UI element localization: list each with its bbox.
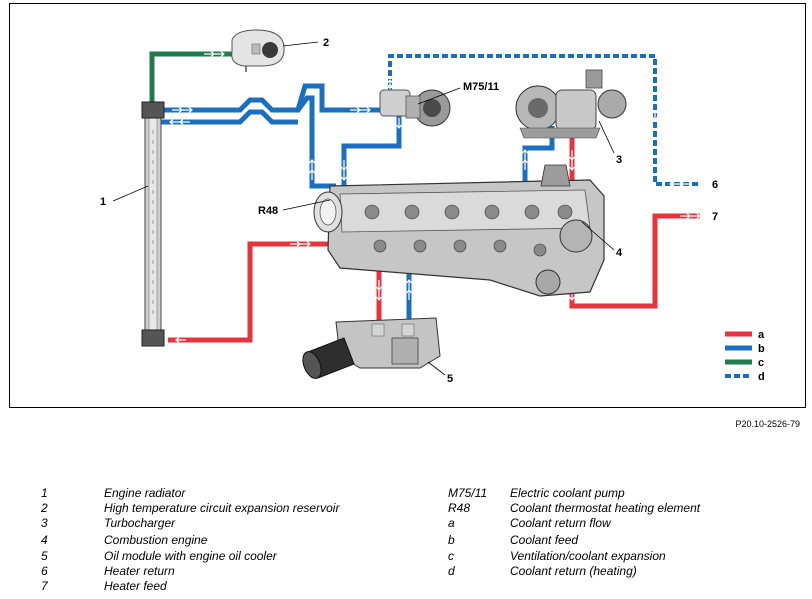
arrows-c bbox=[204, 51, 225, 57]
key-code: c bbox=[448, 549, 454, 563]
key-text: Coolant return flow bbox=[510, 516, 611, 530]
legend-b: b bbox=[758, 343, 765, 355]
key-code: a bbox=[448, 516, 455, 530]
turbocharger bbox=[515, 69, 627, 139]
key-text: High temperature circuit expansion reser… bbox=[104, 501, 340, 515]
key-code: 5 bbox=[41, 549, 48, 563]
reference-code: P20.10-2526-79 bbox=[735, 419, 800, 429]
key-text: Heater feed bbox=[104, 579, 167, 593]
flow-arrows bbox=[169, 79, 701, 343]
key-text: Heater return bbox=[104, 564, 175, 578]
key-text: Electric coolant pump bbox=[510, 486, 625, 500]
callout-5: 5 bbox=[447, 373, 453, 385]
callout-1: 1 bbox=[100, 196, 106, 208]
key-text: Combustion engine bbox=[104, 533, 208, 547]
line-c-ventilation bbox=[149, 51, 232, 104]
key-code: 1 bbox=[41, 486, 48, 500]
callout-2: 2 bbox=[323, 37, 329, 49]
callout-6: 6 bbox=[712, 179, 718, 191]
oil-module bbox=[302, 317, 441, 379]
key-text: Coolant return (heating) bbox=[510, 564, 637, 578]
coolant-circuit-diagram: 1 2 3 4 5 6 7 M75/11 R48 a b c d bbox=[100, 29, 765, 385]
key-text: Oil module with engine oil cooler bbox=[104, 549, 277, 563]
legend-d: d bbox=[758, 371, 765, 383]
key-text: Engine radiator bbox=[104, 486, 186, 500]
callout-r48: R48 bbox=[258, 205, 278, 217]
combustion-engine bbox=[313, 164, 605, 297]
callout-3: 3 bbox=[616, 154, 622, 166]
key-code: d bbox=[448, 564, 455, 578]
key-text: Turbocharger bbox=[104, 516, 176, 530]
key-code: 7 bbox=[41, 579, 48, 593]
key-code: 4 bbox=[41, 533, 48, 547]
key-code: b bbox=[448, 533, 455, 547]
key-code: M75/11 bbox=[448, 486, 488, 500]
key-code: 3 bbox=[41, 516, 48, 530]
key-code: R48 bbox=[448, 501, 471, 515]
key-text: Coolant thermostat heating element bbox=[510, 501, 701, 515]
callout-7: 7 bbox=[712, 211, 718, 223]
leader-lines bbox=[112, 41, 615, 376]
legend-c: c bbox=[758, 357, 764, 369]
diagram-frame bbox=[9, 3, 806, 408]
electric-coolant-pump bbox=[379, 89, 451, 127]
key-text: Coolant feed bbox=[510, 533, 579, 547]
key-text: Ventilation/coolant expansion bbox=[510, 549, 666, 563]
callout-4: 4 bbox=[616, 247, 623, 259]
callout-m75-11: M75/11 bbox=[463, 81, 499, 93]
engine-radiator bbox=[141, 101, 165, 347]
legend-a: a bbox=[758, 329, 765, 341]
expansion-reservoir bbox=[231, 29, 285, 72]
key-code: 2 bbox=[41, 501, 48, 515]
key-code: 6 bbox=[41, 564, 48, 578]
